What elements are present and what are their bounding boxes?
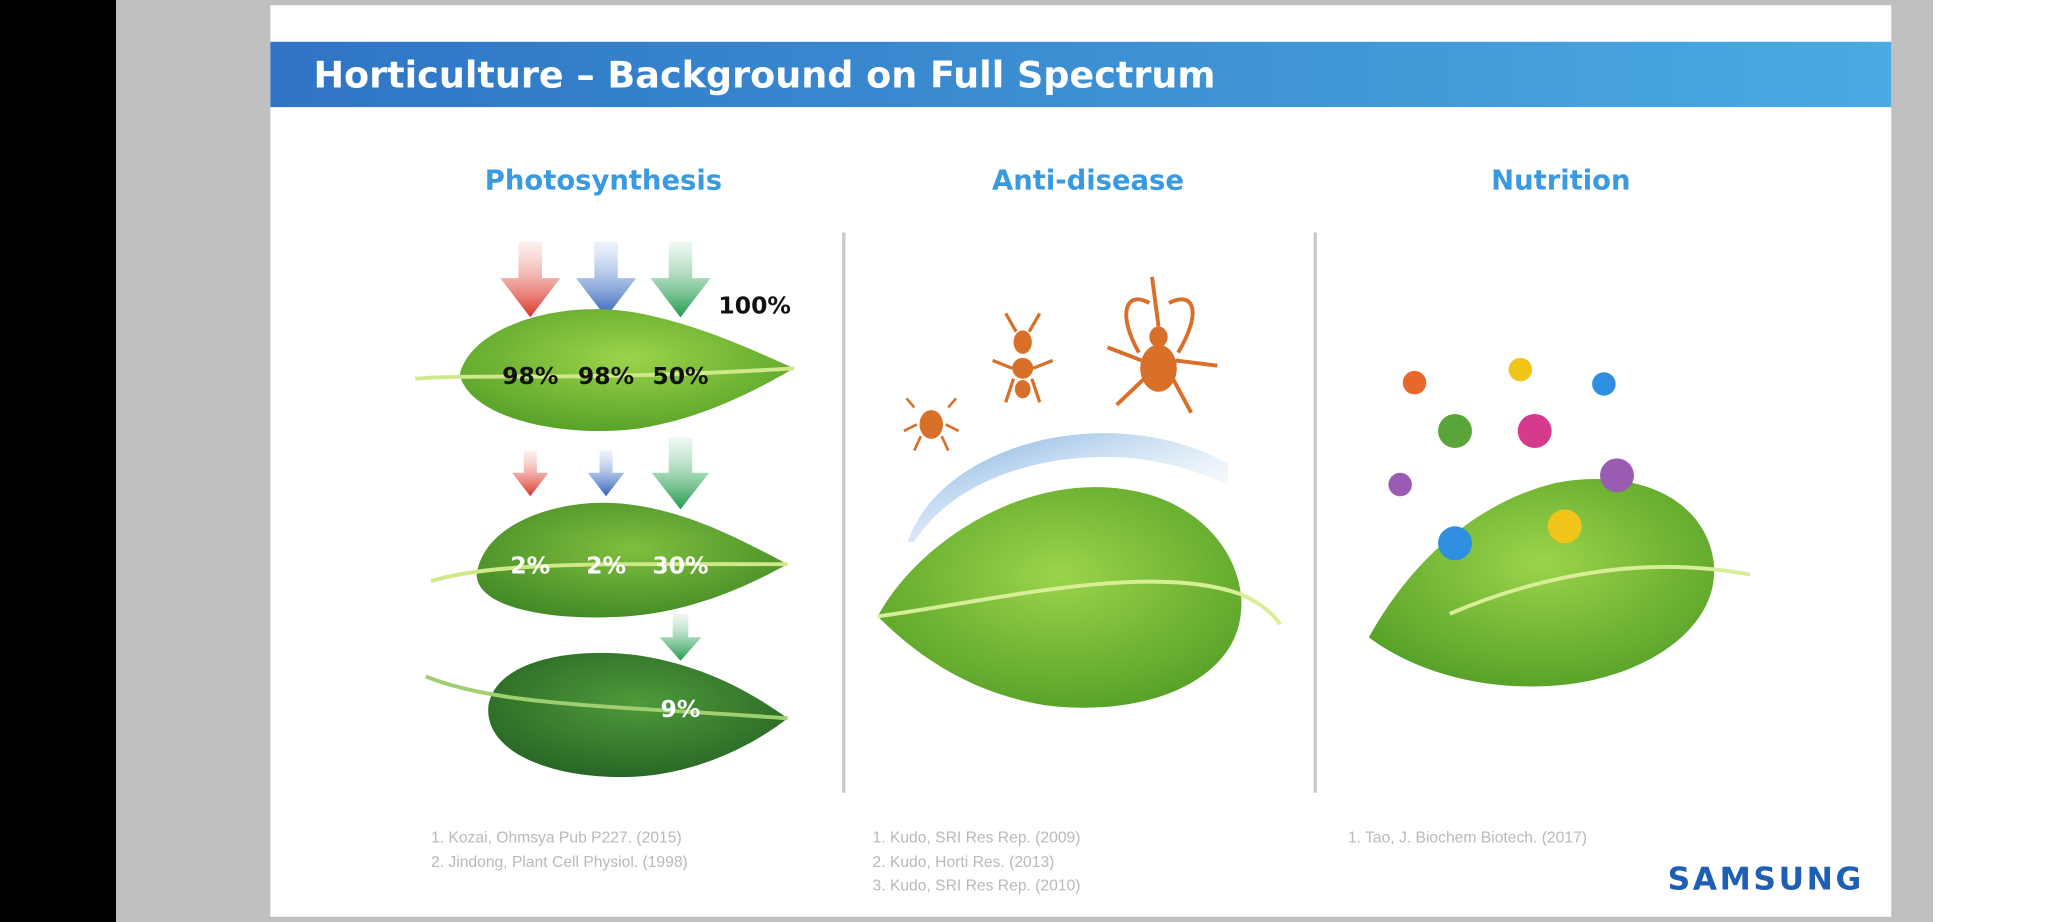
- nutrient-yellow-ball-icon: [1508, 357, 1533, 382]
- reference: 1. Kudo, SRI Res Rep. (2009): [872, 829, 1080, 846]
- reference: 3. Kudo, SRI Res Rep. (2010): [872, 878, 1080, 895]
- leaf2-green-label: 30%: [652, 551, 708, 579]
- leaf3-green-label: 9%: [661, 695, 701, 723]
- reference: 2. Jindong, Plant Cell Physiol. (1998): [431, 854, 688, 871]
- blue-light-arrow-icon: [587, 450, 625, 497]
- leaf1-blue-label: 98%: [578, 362, 634, 390]
- leaf-nutrient-icon: [1368, 479, 1751, 687]
- blue-light-arrow-icon: [576, 241, 637, 318]
- title-banner: [270, 41, 1892, 108]
- leaf2-red-label: 2%: [510, 551, 550, 579]
- incoming-light-label: 100%: [718, 291, 791, 319]
- nutrient-yellow-ball-icon: [1547, 509, 1582, 544]
- green-light-arrow-icon: [650, 241, 711, 318]
- mosquito-insect-icon: [1106, 276, 1218, 414]
- nutrient-orange-ball-icon: [1402, 370, 1427, 395]
- ant-insect-icon: [992, 312, 1054, 403]
- samsung-logo: SAMSUNG: [1668, 861, 1864, 897]
- small-beetle-icon: [903, 397, 960, 452]
- heading-photosynthesis: Photosynthesis: [485, 165, 722, 196]
- window-edge: [0, 0, 116, 922]
- heading-nutrition: Nutrition: [1491, 165, 1630, 196]
- leaf-top-icon: [415, 309, 795, 432]
- nutrient-green-ball-icon: [1438, 413, 1472, 448]
- leaf1-red-label: 98%: [502, 362, 558, 390]
- reference: 1. Kozai, Ohmsya Pub P227. (2015): [431, 829, 682, 846]
- nutrient-blue-ball-icon: [1592, 372, 1616, 396]
- heading-anti-disease: Anti-disease: [992, 165, 1184, 196]
- slide: [270, 5, 1892, 917]
- reference: 2. Kudo, Horti Res. (2013): [872, 854, 1054, 871]
- red-light-arrow-icon: [500, 241, 561, 318]
- leaf-protected-icon: [877, 487, 1282, 708]
- leaf1-green-label: 50%: [652, 362, 708, 390]
- red-light-arrow-icon: [512, 450, 549, 497]
- green-light-arrow-icon: [659, 613, 702, 661]
- slide-title: Horticulture – Background on Full Spectr…: [313, 54, 1215, 97]
- leaf2-blue-label: 2%: [586, 551, 626, 579]
- nutrient-magenta-ball-icon: [1517, 413, 1552, 448]
- nutrient-purple-ball-icon: [1600, 458, 1634, 493]
- leaf-middle-icon: [430, 502, 788, 618]
- green-light-arrow-icon: [651, 437, 710, 510]
- nutrient-blue-ball-icon: [1438, 526, 1472, 561]
- nutrient-purple-ball-icon: [1388, 472, 1412, 497]
- reference: 1. Tao, J. Biochem Biotech. (2017): [1348, 829, 1587, 846]
- leaf-bottom-icon: [425, 652, 788, 778]
- protective-shield-arc: [907, 433, 1228, 542]
